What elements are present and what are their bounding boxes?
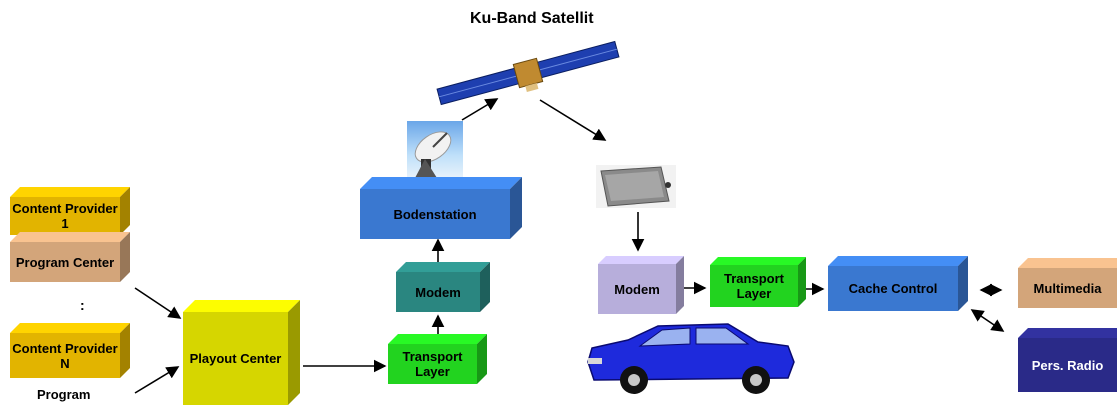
playout-center-box-side-face	[288, 300, 300, 405]
program-label: Program	[37, 387, 91, 402]
transport-layer-left-box-side-face	[477, 334, 487, 384]
program-center-box-label: Program Center	[10, 242, 120, 282]
pers-radio-box-top-face	[1018, 328, 1117, 338]
modem-left-box-label: Modem	[396, 272, 480, 312]
playout-center-box-top-face	[183, 300, 300, 312]
content-provider-1-box-top-face	[10, 187, 130, 197]
playout-center-box-label: Playout Center	[183, 312, 288, 405]
diagram-title: Ku-Band Satellit	[470, 10, 594, 27]
bodenstation-box-label: Bodenstation	[360, 189, 510, 239]
arrow-satellite-to-antenna	[539, 99, 607, 141]
bodenstation-box-top-face	[360, 177, 522, 189]
multimedia-box-label: Multimedia	[1018, 268, 1117, 308]
cache-control-box-label: Cache Control	[828, 266, 958, 311]
transport-layer-right-box-side-face	[798, 257, 806, 307]
transport-layer-left-box-label: Transport Layer	[388, 344, 477, 384]
arrow-providerN-to-playout	[134, 366, 180, 394]
transport-layer-left-box-top-face	[388, 334, 487, 344]
cache-control-box-side-face	[958, 256, 968, 311]
program-center-box-side-face	[120, 232, 130, 282]
arrow-provider1-to-playout	[134, 287, 182, 319]
pers-radio-box-label: Pers. Radio	[1018, 338, 1117, 392]
transport-layer-right-box-top-face	[710, 257, 806, 265]
dish-antenna-icon	[407, 121, 463, 178]
multimedia-box-top-face	[1018, 258, 1117, 268]
modem-right-box-label: Modem	[598, 264, 676, 314]
modem-left-box-side-face	[480, 262, 490, 312]
arrow-cache-persradio-bidir	[970, 309, 1005, 332]
content-provider-n-box-label: Content Provider N	[10, 333, 120, 378]
transport-layer-right-box-label: Transport Layer	[710, 265, 798, 307]
content-provider-1-box-side-face	[120, 187, 130, 235]
modem-right-box-top-face	[598, 256, 684, 264]
content-provider-n-box-top-face	[10, 323, 130, 333]
bodenstation-box-side-face	[510, 177, 522, 239]
flat-antenna-icon	[596, 165, 676, 208]
content-provider-n-box-side-face	[120, 323, 130, 378]
content-provider-1-box-label: Content Provider 1	[10, 197, 120, 235]
program-center-box-top-face	[10, 232, 130, 242]
cache-control-box-top-face	[828, 256, 968, 266]
modem-right-box-side-face	[676, 256, 684, 314]
arrow-dish-to-satellite	[461, 98, 499, 121]
ellipsis-label: :	[80, 297, 85, 313]
modem-left-box-top-face	[396, 262, 490, 272]
